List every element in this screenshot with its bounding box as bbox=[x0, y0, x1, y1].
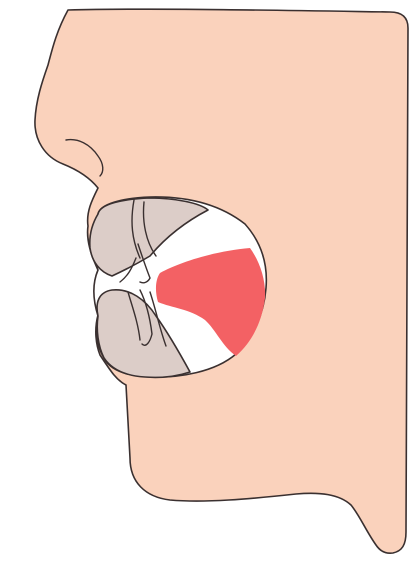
mouth-profile-diagram bbox=[0, 0, 414, 561]
diagram-canvas bbox=[0, 0, 414, 561]
